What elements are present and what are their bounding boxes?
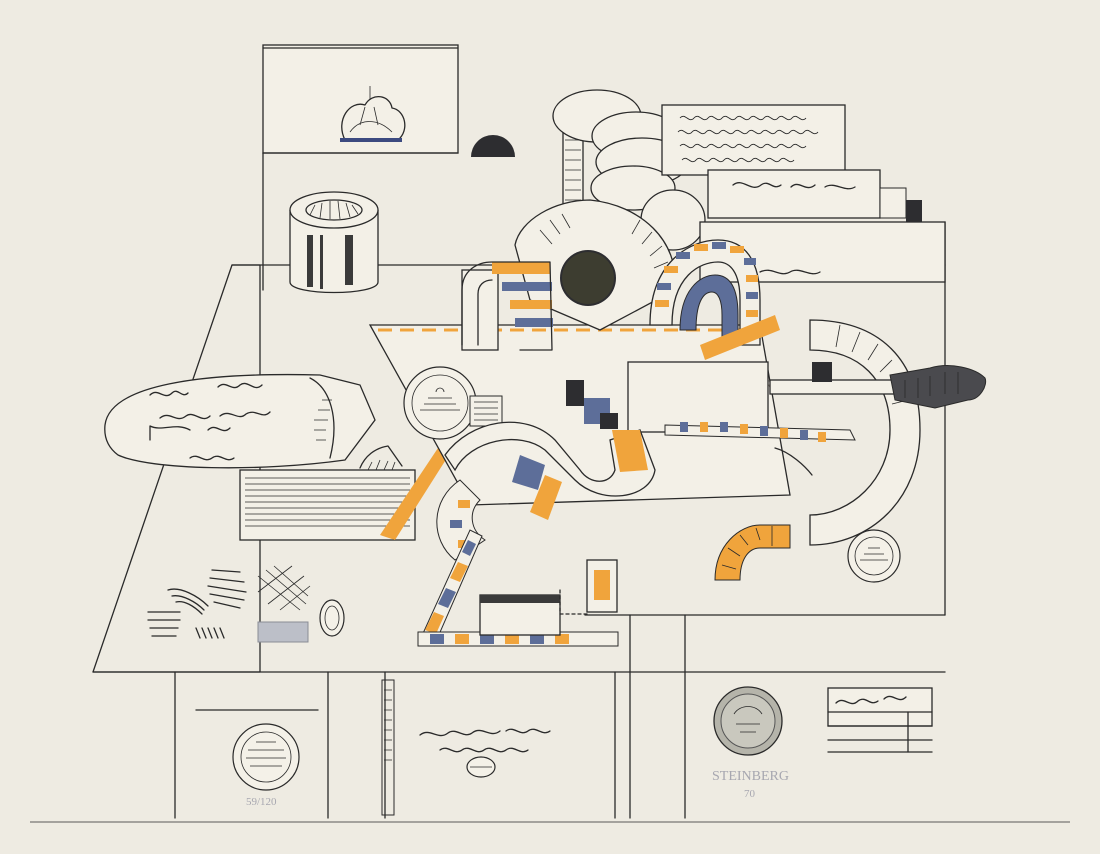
drum-cylinder	[289, 191, 379, 294]
bottom-left-seal: 59/120	[195, 709, 319, 808]
record-disc	[514, 199, 677, 331]
edition-number: 59/120	[246, 796, 277, 808]
ledger-form	[827, 687, 933, 753]
bottom-right-coin: STEINBERG 70	[712, 686, 789, 800]
capitol-seal	[403, 366, 503, 440]
background-planes	[30, 221, 1070, 823]
bottom-center-script	[381, 679, 551, 816]
artist-signature: STEINBERG	[712, 769, 789, 784]
right-seal	[847, 529, 901, 583]
hatch-paper	[239, 445, 452, 541]
hatch-swatches	[147, 565, 345, 643]
lower-boxes	[479, 559, 618, 636]
calligraphy-specimen	[661, 104, 846, 176]
striped-pole	[417, 529, 619, 647]
key-handle	[769, 362, 987, 409]
right-envelopes	[699, 169, 946, 283]
striped-arches	[461, 239, 780, 360]
crest-document	[262, 44, 459, 291]
script-oval	[104, 373, 376, 469]
signature-year: 70	[744, 788, 756, 800]
